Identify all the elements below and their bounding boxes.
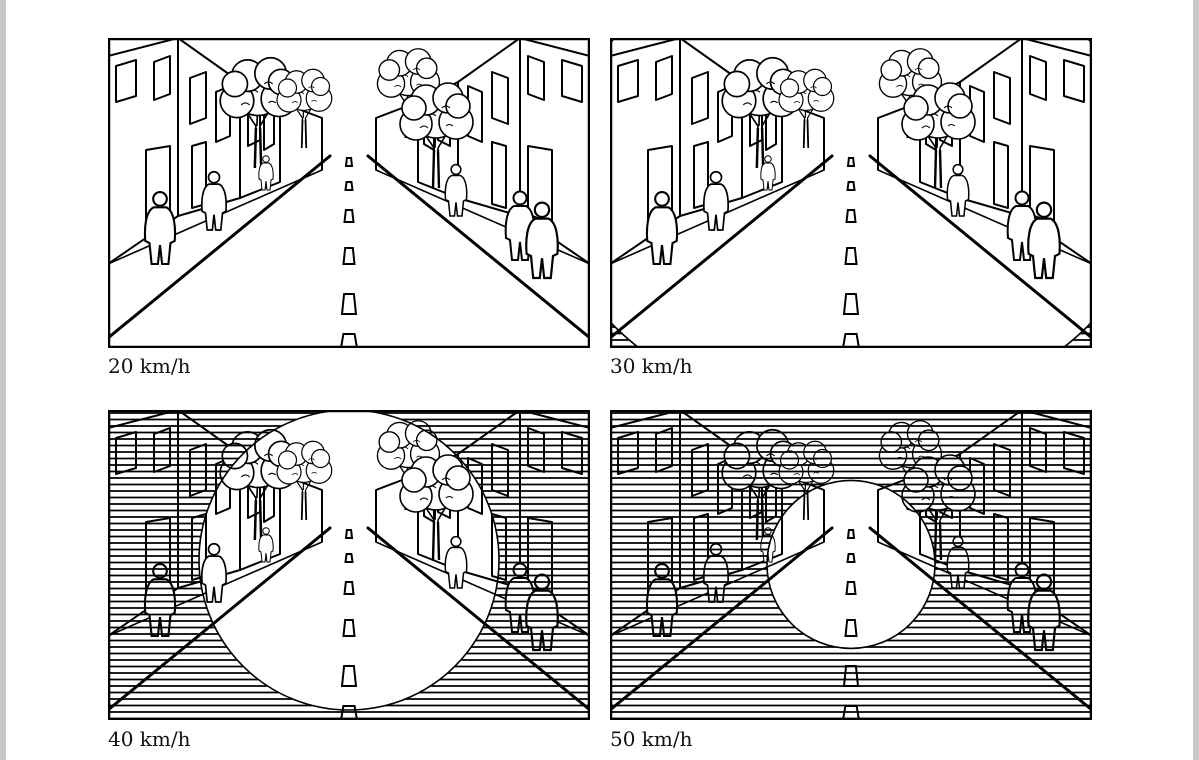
figure-page: 20 km/h 30 km/h 40 km/h 50 km/h xyxy=(6,0,1193,760)
caption-50-kmh: 50 km/h xyxy=(610,727,693,751)
panel-frame xyxy=(108,410,590,720)
street-scene-20-kmh xyxy=(108,38,590,348)
peripheral-vision-hatching xyxy=(108,412,590,720)
panel-frame xyxy=(610,38,1092,348)
panel-30-kmh xyxy=(610,38,1092,348)
field-of-view-boundary xyxy=(198,410,500,711)
scene-layer xyxy=(610,38,1092,348)
panel-50-kmh xyxy=(610,410,1092,720)
lane-markings xyxy=(339,157,359,348)
field-of-view-boundary xyxy=(766,479,936,650)
peripheral-vision-hatching xyxy=(108,40,590,348)
panel-frame xyxy=(610,410,1092,720)
peripheral-vision-hatching xyxy=(610,40,1092,348)
caption-40-kmh: 40 km/h xyxy=(108,727,191,751)
street-scene-30-kmh xyxy=(610,38,1092,348)
street-scene-40-kmh xyxy=(108,410,590,720)
panel-frame xyxy=(108,38,590,348)
panel-40-kmh xyxy=(108,410,590,720)
street-scene-50-kmh xyxy=(610,410,1092,720)
pedestrian xyxy=(946,535,970,589)
caption-30-kmh: 30 km/h xyxy=(610,354,693,378)
peripheral-vision-hatching xyxy=(610,412,1092,720)
panel-20-kmh xyxy=(108,38,590,348)
scene-layer xyxy=(610,410,1092,720)
caption-20-kmh: 20 km/h xyxy=(108,354,191,378)
